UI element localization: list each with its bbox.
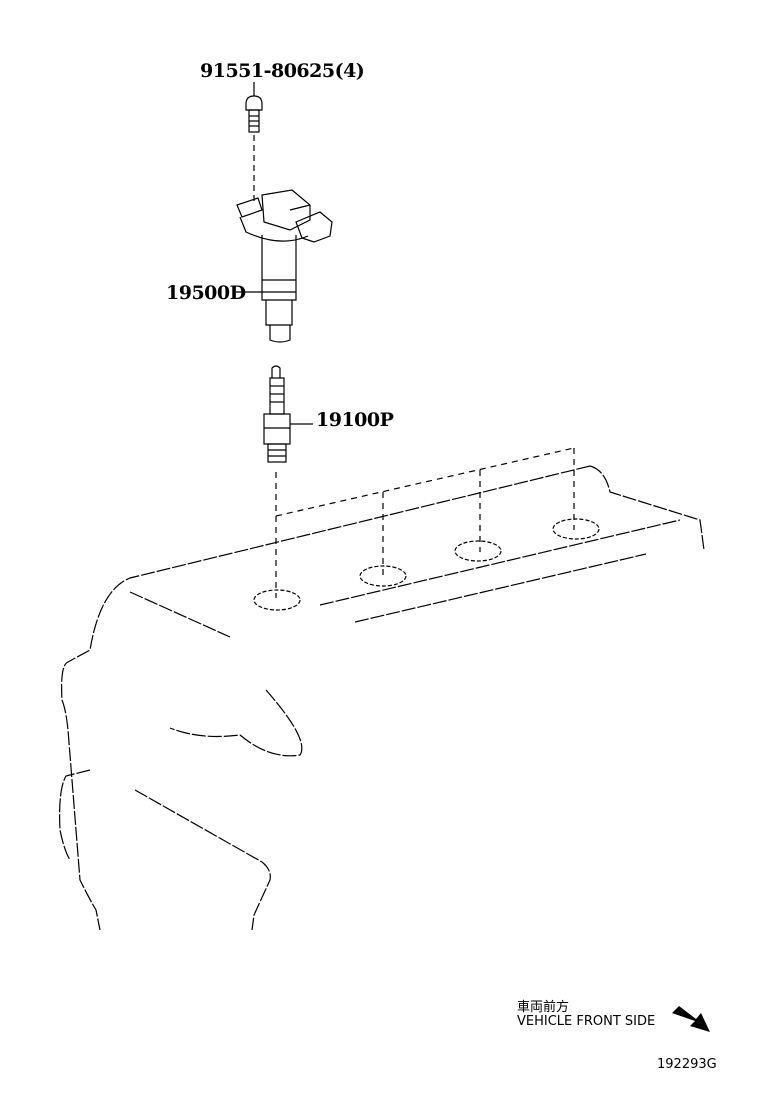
cylinder-holes <box>253 518 600 611</box>
alignment-lines <box>275 447 575 598</box>
bolt-icon <box>245 82 263 205</box>
ignition-coil-icon <box>236 189 333 343</box>
vehicle-front-arrow-icon <box>672 1006 710 1032</box>
engine-head-outline <box>59 465 705 931</box>
callout-spark-plug: 19100P <box>316 409 394 431</box>
legend-japanese: 車両前方 <box>517 1000 570 1015</box>
callout-ignition-coil: 19500D <box>166 282 246 304</box>
figure-id: 192293G <box>657 1057 717 1072</box>
legend-english: VEHICLE FRONT SIDE <box>517 1014 656 1029</box>
callout-bolt: 91551-80625(4) <box>200 60 365 82</box>
spark-plug-icon <box>263 365 313 463</box>
